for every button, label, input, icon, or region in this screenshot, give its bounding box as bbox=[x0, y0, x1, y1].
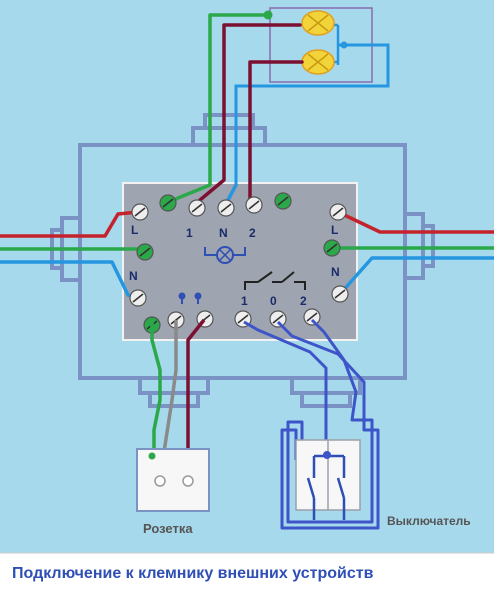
terminal-screw-icon bbox=[131, 203, 149, 221]
label-switch-1: 1 bbox=[241, 294, 248, 308]
label-left-n: N bbox=[129, 269, 138, 283]
ground-terminal-icon bbox=[159, 194, 177, 212]
terminal-screw-icon bbox=[129, 289, 147, 307]
wire-right-neutral bbox=[338, 256, 494, 296]
wire-socket-grey bbox=[158, 320, 178, 479]
socket-indicator-icon bbox=[178, 292, 202, 304]
ground-terminal-icon bbox=[274, 192, 292, 210]
ground-terminal-icon bbox=[136, 243, 154, 261]
lamp-bulb-icon bbox=[301, 49, 335, 75]
terminal-screw-icon bbox=[269, 310, 287, 328]
label-lamp-2: 2 bbox=[249, 226, 256, 240]
wire-switch-2 bbox=[286, 318, 374, 524]
terminal-screw-icon bbox=[303, 308, 321, 326]
switch bbox=[295, 439, 361, 520]
terminal-screw-icon bbox=[188, 199, 206, 217]
socket-label: Розетка bbox=[143, 521, 193, 536]
terminal-screw-icon bbox=[245, 196, 263, 214]
terminal-labels: L N L N 1 N 2 1 0 2 bbox=[129, 223, 340, 308]
wires-right bbox=[332, 210, 494, 296]
wire-socket-dark bbox=[186, 318, 206, 480]
switch-symbol bbox=[244, 271, 306, 290]
socket bbox=[136, 448, 210, 512]
wires-socket bbox=[150, 318, 206, 480]
wire-left-live bbox=[0, 210, 139, 238]
wire-right-live bbox=[337, 210, 494, 234]
label-left-l: L bbox=[131, 223, 138, 237]
terminal-screw-icon bbox=[329, 203, 347, 221]
caption: Подключение к клемнику внешних устройств bbox=[12, 565, 374, 582]
label-lamp-n: N bbox=[219, 226, 228, 240]
lamp-bulb-icon bbox=[301, 10, 335, 36]
label-switch-2: 2 bbox=[300, 294, 307, 308]
lamp-fixture bbox=[234, 7, 390, 185]
terminal-screw-icon bbox=[331, 285, 349, 303]
wire-lamp-2 bbox=[248, 60, 304, 202]
wires-switch bbox=[243, 318, 380, 530]
label-lamp-1: 1 bbox=[186, 226, 193, 240]
wire-switch-1 bbox=[243, 320, 328, 454]
terminal-screw-icon bbox=[217, 199, 235, 217]
label-right-l: L bbox=[331, 223, 338, 237]
label-switch-0: 0 bbox=[270, 294, 277, 308]
switch-label: Выключатель bbox=[387, 514, 471, 528]
label-right-n: N bbox=[331, 265, 340, 279]
wire-socket-ground bbox=[150, 322, 162, 460]
ground-terminal-icon bbox=[323, 239, 341, 257]
lamp-symbol bbox=[204, 246, 246, 264]
